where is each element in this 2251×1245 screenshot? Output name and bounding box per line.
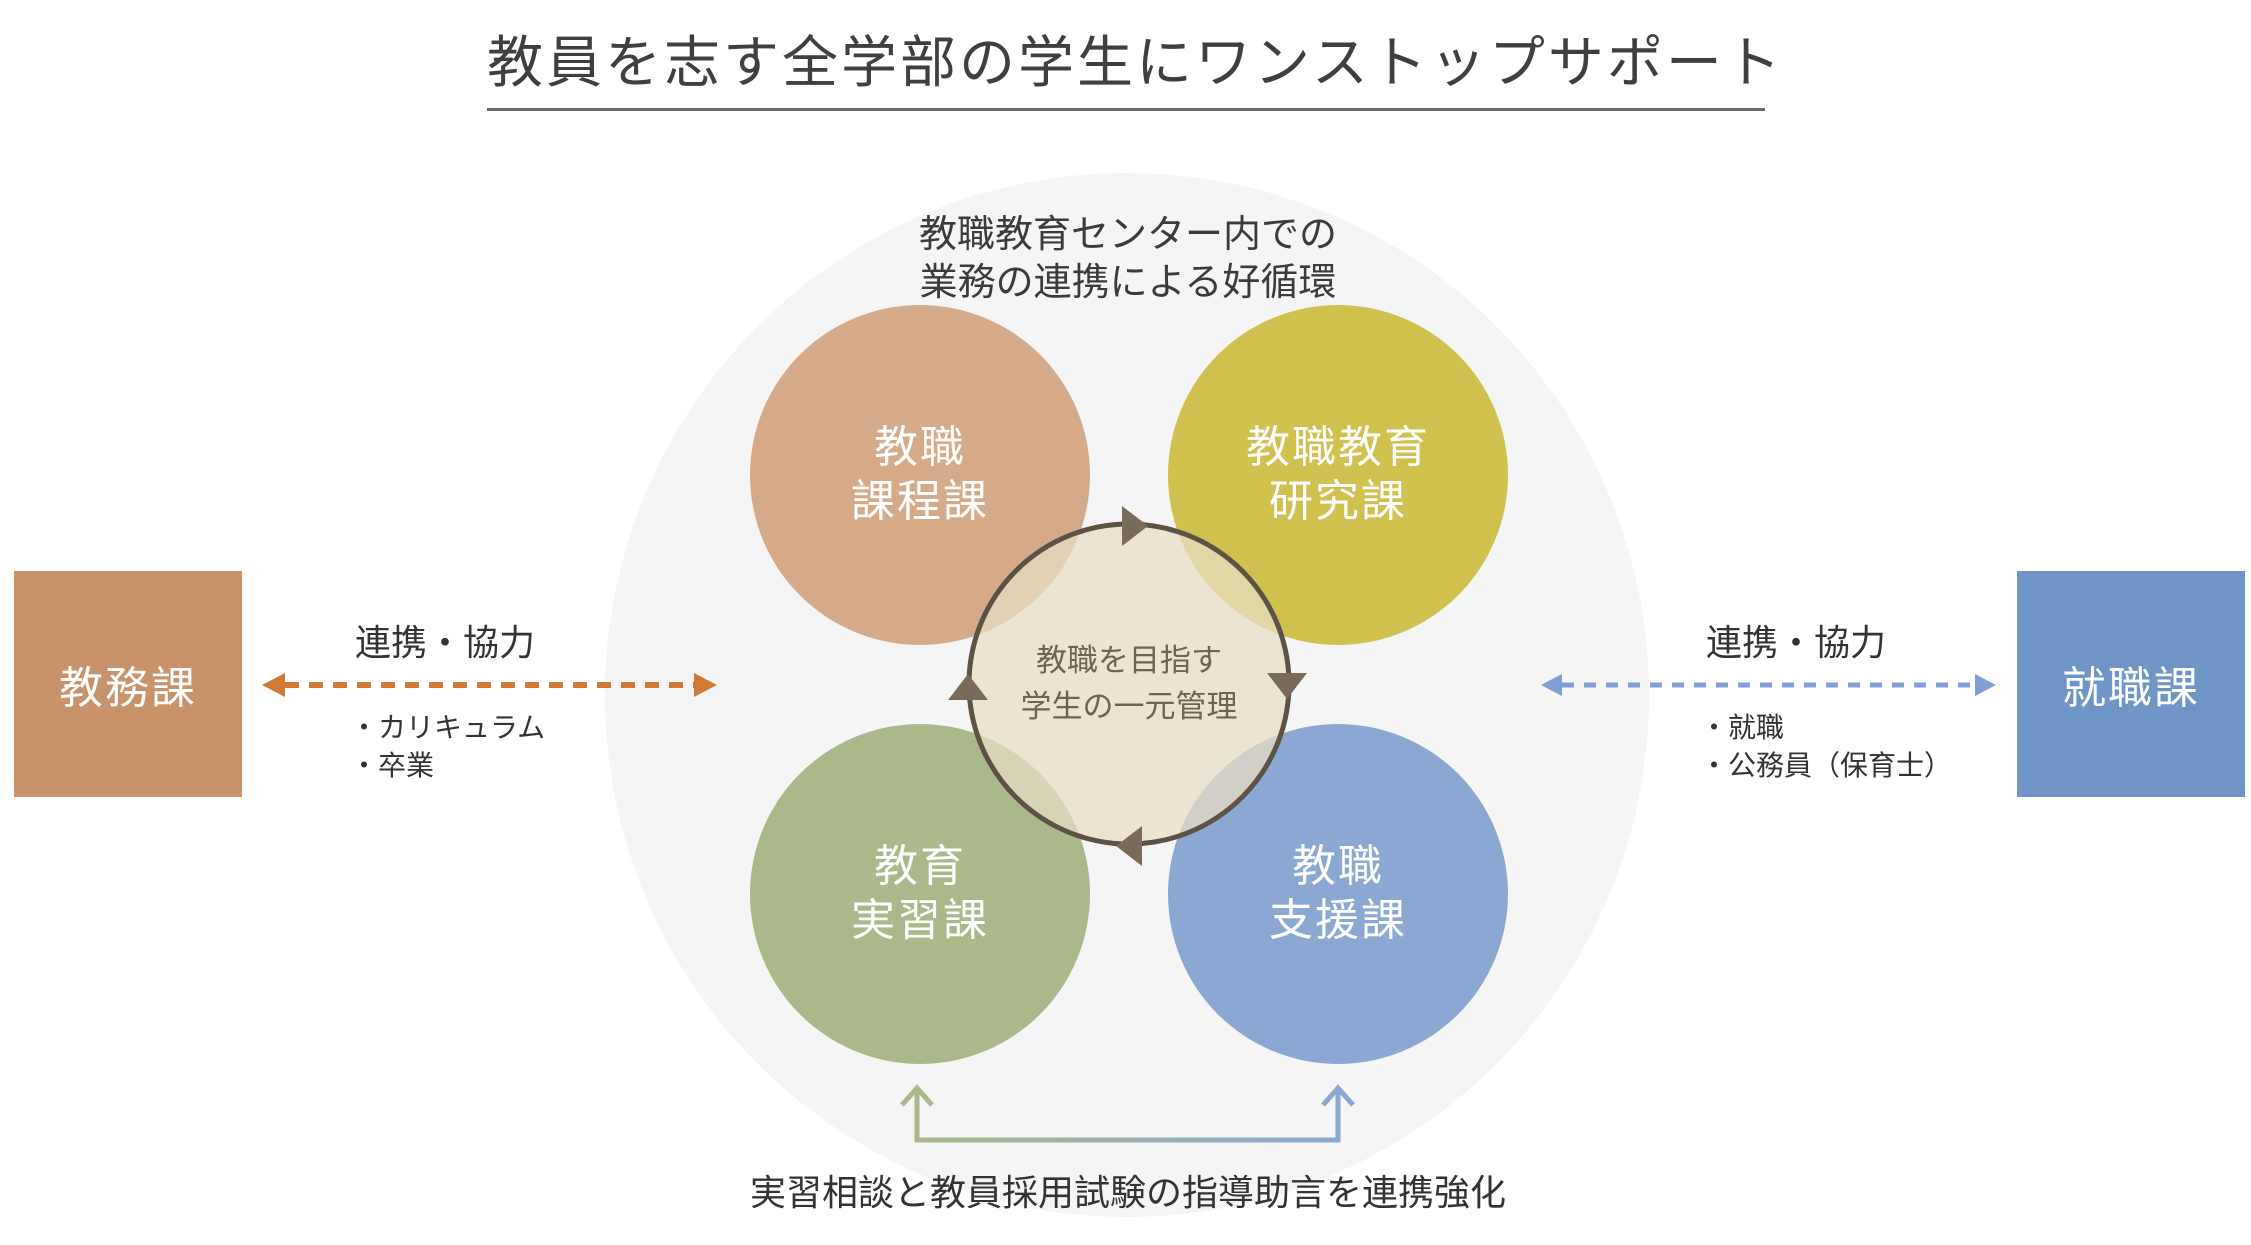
left-items: カリキュラム 卒業 [350, 709, 545, 785]
label-kyoshoku-kenkyu-line1: 教職教育 [1246, 422, 1430, 473]
right-item-shushoku: 就職 [1700, 709, 1952, 747]
label-kyoshoku-kenkyu-line2: 研究課 [1269, 476, 1407, 527]
top-caption-line1: 教職教育センター内での [918, 212, 1337, 256]
label-kyoshoku-katei: 教職 課程課 [770, 421, 1070, 529]
cycle-arrow-top [1122, 506, 1148, 546]
right-items: 就職 公務員（保育士） [1700, 709, 1952, 785]
circle-kyoshoku-shien [1168, 724, 1508, 1064]
bottom-bracket-arrow-right [1321, 1084, 1355, 1107]
label-kyoiku-jisshu: 教育 実習課 [770, 840, 1070, 948]
right-link-label: 連携・協力 [1706, 623, 1887, 664]
left-item-curriculum: カリキュラム [350, 709, 545, 747]
left-link-label: 連携・協力 [355, 623, 536, 664]
page-title: 教員を志す全学部の学生にワンストップサポート [487, 31, 1784, 96]
right-link-arrowhead-left [1541, 674, 1562, 696]
label-kyoshoku-shien-line1: 教職 [1292, 841, 1384, 892]
center-label-line2: 学生の一元管理 [1020, 689, 1238, 725]
circle-kyoiku-jisshu [750, 724, 1090, 1064]
circle-kyoshoku-katei [750, 305, 1090, 645]
label-kyoshoku-kenkyu: 教職教育 研究課 [1188, 421, 1488, 529]
kyomu-box: 教務課 [14, 571, 242, 797]
cycle-arrow-left [948, 674, 988, 700]
right-link-arrowhead-right [1975, 674, 1996, 696]
label-kyoshoku-shien: 教職 支援課 [1188, 840, 1488, 948]
cycle-arrow-right [1267, 673, 1307, 699]
circle-kyoshoku-kenkyu [1168, 305, 1508, 645]
title-underline [487, 108, 1765, 111]
center-label: 教職を目指す 学生の一元管理 [999, 638, 1259, 730]
right-item-komuin: 公務員（保育士） [1700, 747, 1952, 785]
shushoku-box: 就職課 [2017, 571, 2245, 797]
cycle-arrow-bottom [1116, 826, 1142, 866]
left-item-graduation: 卒業 [350, 747, 545, 785]
left-link-arrowhead-left [262, 673, 285, 697]
center-label-line1: 教職を目指す [1036, 643, 1222, 679]
top-caption-line2: 業務の連携による好循環 [919, 260, 1337, 304]
top-caption: 教職教育センター内での 業務の連携による好循環 [828, 210, 1428, 306]
left-link-arrowhead-right [694, 673, 717, 697]
label-kyoshoku-shien-line2: 支援課 [1269, 895, 1407, 946]
label-kyoshoku-katei-line1: 教職 [874, 422, 966, 473]
label-kyoiku-jisshu-line1: 教育 [874, 841, 966, 892]
bottom-caption: 実習相談と教員採用試験の指導助言を連携強化 [749, 1173, 1506, 1214]
label-kyoshoku-katei-line2: 課程課 [851, 476, 989, 527]
bottom-bracket-arrow-left [900, 1084, 934, 1107]
label-kyoiku-jisshu-line2: 実習課 [851, 895, 989, 946]
bottom-bracket [914, 1092, 1341, 1143]
